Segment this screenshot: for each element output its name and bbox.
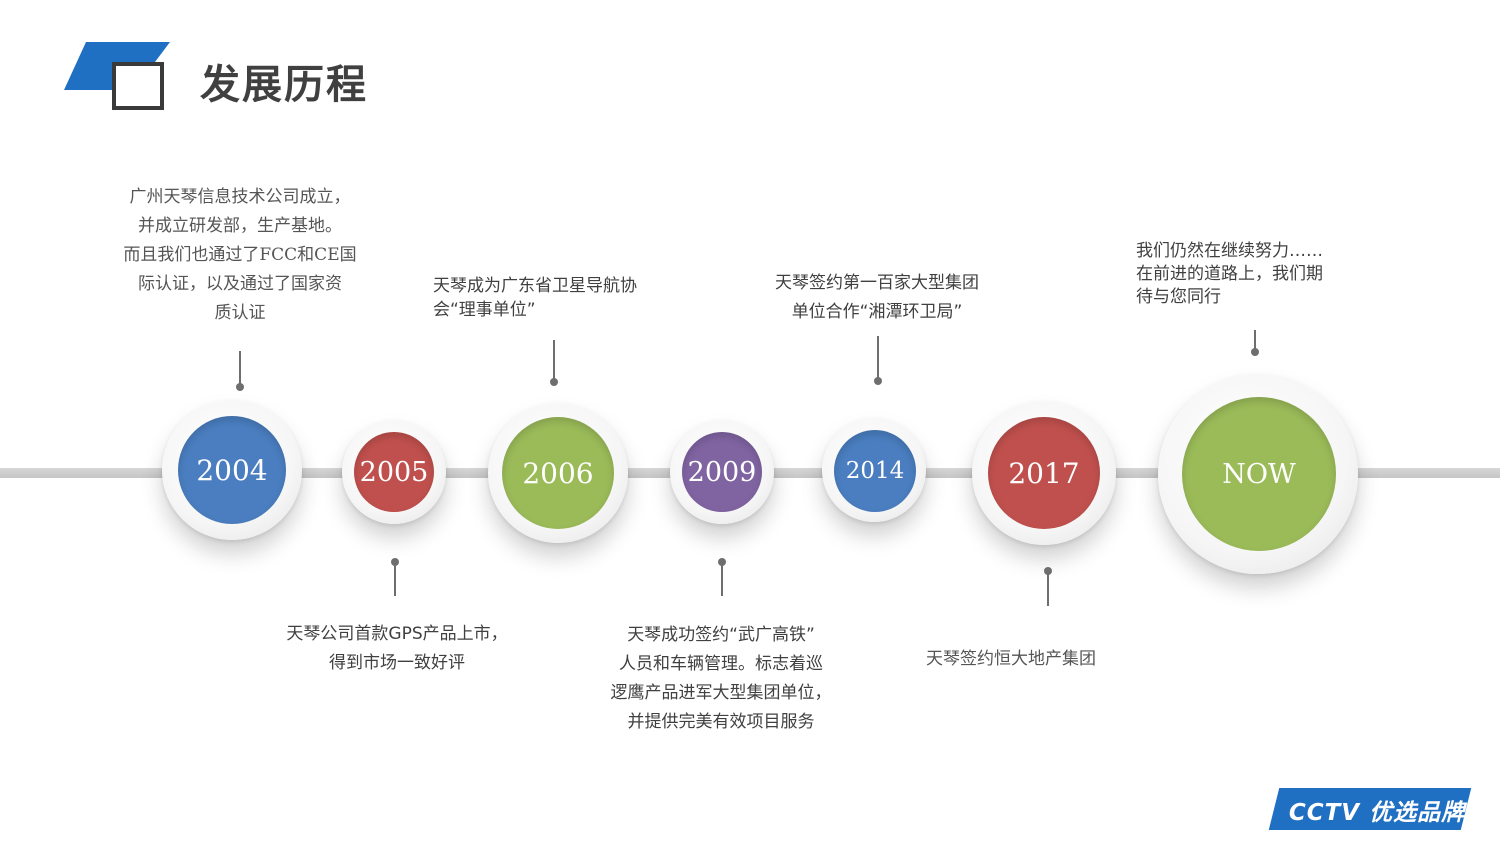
year-label: 2004 — [196, 453, 268, 487]
year-label: 2009 — [687, 456, 757, 488]
milestone-2004: 2004 — [178, 416, 286, 524]
milestone-2017: 2017 — [988, 417, 1100, 529]
year-label: 2014 — [845, 458, 905, 484]
milestone-2005: 2005 — [354, 432, 434, 512]
milestone-note-2004: 广州天琴信息技术公司成立， 并成立研发部，生产基地。 而且我们也通过了FCC和C… — [123, 187, 357, 323]
milestone-2009: 2009 — [682, 432, 762, 512]
milestone-note-2005: 天琴公司首款GPS产品上市， 得到市场一致好评 — [286, 624, 508, 673]
connector-dot — [550, 378, 558, 386]
year-label: 2005 — [359, 456, 429, 488]
year-label: NOW — [1222, 458, 1296, 490]
year-label: 2017 — [1008, 456, 1080, 490]
connector-dot — [236, 383, 244, 391]
square-bracket-logo-icon — [64, 42, 170, 110]
milestone-note-now: 我们仍然在继续努力…… 在前进的道路上，我们期 待与您同行 — [1136, 241, 1323, 307]
connector-line — [1254, 330, 1256, 350]
milestone-note-2017: 天琴签约恒大地产集团 — [926, 649, 1096, 669]
year-label: 2006 — [522, 456, 594, 490]
connector-line — [553, 340, 555, 380]
milestone-note-2006: 天琴成为广东省卫星导航协 会“理事单位” — [433, 276, 637, 320]
connector-dot — [874, 377, 882, 385]
page-title: 发展历程 — [200, 62, 368, 108]
milestone-2006: 2006 — [502, 417, 614, 529]
connector-line — [1047, 571, 1049, 606]
cctv-brand-text: CCTV 优选品牌 — [1288, 800, 1466, 826]
milestone-note-2009: 天琴成功签约“武广高铁” 人员和车辆管理。标志着巡 逻鹰产品进军大型集团单位， … — [610, 625, 832, 732]
connector-line — [721, 562, 723, 596]
connector-line — [394, 562, 396, 596]
milestone-2014: 2014 — [834, 430, 916, 512]
connector-line — [877, 336, 879, 379]
milestone-note-2014: 天琴签约第一百家大型集团 单位合作“湘潭环卫局” — [775, 273, 979, 322]
connector-line — [239, 351, 241, 385]
milestone-now: NOW — [1182, 397, 1336, 551]
connector-dot — [1251, 348, 1259, 356]
